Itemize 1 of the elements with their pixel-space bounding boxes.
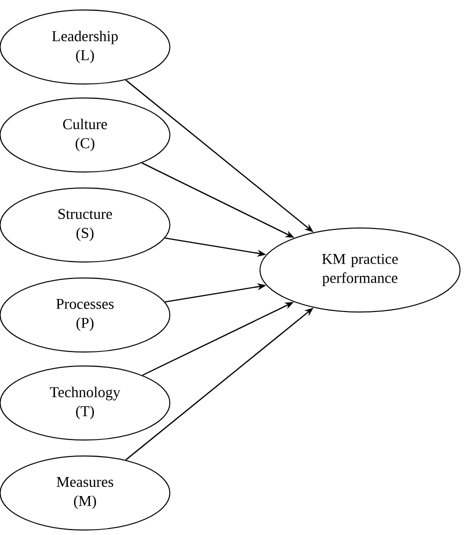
ellipse-node: KM practice performance xyxy=(260,228,460,312)
